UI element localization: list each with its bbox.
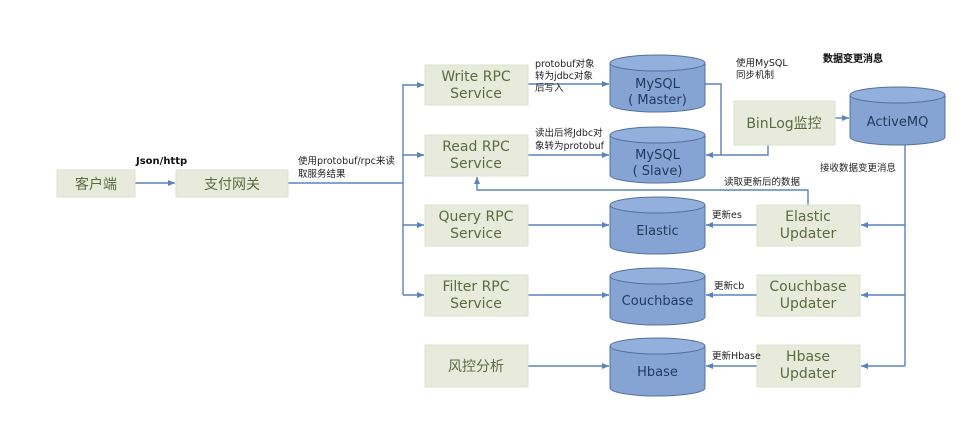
label-write-convert-1: protobuf对象 [535, 58, 595, 70]
svg-text:( Slave): ( Slave) [633, 164, 683, 179]
label-update-hbase: 更新Hbase [712, 350, 761, 362]
svg-text:Service: Service [450, 296, 502, 312]
svg-text:Service: Service [450, 156, 502, 172]
connectors [135, 81, 906, 369]
label-write-convert-2: 转为jdbc对象 [535, 70, 593, 82]
svg-text:Couchbase: Couchbase [769, 279, 846, 295]
mysql-slave-label-2: ( Slave) [633, 164, 683, 179]
db-couchbase: Couchbase [609, 267, 706, 326]
gateway-label: 支付网关 [204, 177, 260, 193]
svg-text:支付网关: 支付网关 [204, 177, 260, 193]
mysql-slave-label-1: MySQL [635, 148, 680, 163]
svg-text:Couchbase: Couchbase [622, 294, 694, 309]
write-rpc-label-2: Service [450, 86, 502, 102]
svg-text:MySQL: MySQL [635, 77, 680, 92]
node-couchbase-updater: Couchbase Updater [756, 274, 861, 317]
svg-text:客户端: 客户端 [75, 176, 117, 193]
svg-text:Hbase: Hbase [637, 365, 678, 380]
read-rpc-label-2: Service [450, 156, 502, 172]
label-update-es: 更新es [712, 209, 742, 221]
node-client: 客户端 [56, 169, 136, 198]
mysql-master-label-2: ( Master) [628, 93, 687, 108]
client-label: 客户端 [75, 176, 117, 193]
label-update-cb: 更新cb [714, 280, 744, 292]
label-json-http: Json/http [135, 156, 187, 167]
svg-text:Elastic: Elastic [636, 224, 678, 239]
node-binlog: BinLog监控 [733, 100, 836, 146]
svg-text:风控分析: 风控分析 [448, 359, 504, 375]
label-mysql-sync-1: 使用MySQL [736, 57, 788, 69]
svg-text:Service: Service [450, 86, 502, 102]
arrow-read-updated-data [474, 177, 809, 205]
db-mysql-master: MySQL ( Master) [609, 54, 706, 113]
svg-text:ActiveMQ: ActiveMQ [867, 115, 929, 130]
line-master-sync [705, 83, 722, 155]
risk-label: 风控分析 [448, 359, 504, 375]
label-read-updated: 读取更新后的数据 [724, 176, 801, 188]
label-data-change-msg: 数据变更消息 [823, 52, 883, 65]
query-rpc-label-1: Query RPC [439, 209, 514, 225]
db-activemq: ActiveMQ [849, 86, 946, 146]
filter-rpc-label-2: Service [450, 296, 502, 312]
svg-text:Updater: Updater [780, 366, 837, 382]
filter-rpc-label-1: Filter RPC [442, 279, 509, 295]
node-write-rpc: Write RPC Service [424, 64, 529, 106]
svg-text:Read RPC: Read RPC [442, 139, 510, 155]
db-hbase: Hbase [609, 337, 706, 397]
label-read-convert-1: 读出后将Jdbc对 [535, 127, 603, 139]
elastic-updater-label-2: Updater [780, 226, 837, 242]
database-icon [609, 276, 706, 326]
elastic-updater-label-1: Elastic [785, 209, 831, 225]
query-rpc-label-2: Service [450, 226, 502, 242]
db-mysql-slave: MySQL ( Slave) [609, 126, 706, 184]
node-elastic-updater: Elastic Updater [756, 204, 861, 247]
hbase-updater-label-2: Updater [780, 366, 837, 382]
couchbase-updater-label-1: Couchbase [769, 279, 846, 295]
svg-text:Updater: Updater [780, 296, 837, 312]
node-risk-analysis: 风控分析 [424, 344, 529, 388]
label-read-convert-2: 象转为protobuf [535, 140, 605, 152]
database-icon [849, 95, 946, 146]
database-icon [609, 346, 706, 397]
svg-text:Updater: Updater [780, 226, 837, 242]
label-write-convert-3: 后写入 [535, 83, 564, 94]
write-rpc-label-1: Write RPC [441, 69, 511, 85]
couchbase-label: Couchbase [622, 294, 694, 309]
db-elastic: Elastic [609, 196, 706, 255]
node-filter-rpc: Filter RPC Service [424, 274, 529, 317]
mysql-master-label-1: MySQL [635, 77, 680, 92]
label-mysql-sync-2: 同步机制 [736, 69, 774, 81]
database-icon [609, 205, 706, 255]
couchbase-updater-label-2: Updater [780, 296, 837, 312]
svg-text:Service: Service [450, 226, 502, 242]
read-rpc-label-1: Read RPC [442, 139, 510, 155]
activemq-label: ActiveMQ [867, 115, 929, 130]
database-icon [609, 63, 706, 113]
node-hbase-updater: Hbase Updater [756, 344, 861, 388]
hbase-updater-label-1: Hbase [786, 349, 830, 365]
svg-text:BinLog监控: BinLog监控 [746, 116, 821, 132]
node-gateway: 支付网关 [175, 169, 289, 198]
label-protobuf-rpc-2: 取服务结果 [298, 168, 346, 180]
arrow-sync-to-slave [706, 145, 769, 158]
elastic-label: Elastic [636, 224, 678, 239]
label-receive-change-msg: 接收数据变更消息 [820, 162, 896, 174]
binlog-label: BinLog监控 [746, 116, 821, 132]
svg-text:( Master): ( Master) [628, 93, 687, 108]
node-query-rpc: Query RPC Service [424, 204, 529, 247]
svg-text:MySQL: MySQL [635, 148, 680, 163]
hbase-label: Hbase [637, 365, 678, 380]
svg-text:Hbase: Hbase [786, 349, 830, 365]
svg-text:Filter RPC: Filter RPC [442, 279, 509, 295]
database-icon [609, 135, 706, 184]
svg-text:Write RPC: Write RPC [441, 69, 511, 85]
svg-text:Elastic: Elastic [785, 209, 831, 225]
node-read-rpc: Read RPC Service [424, 134, 529, 177]
svg-text:Query RPC: Query RPC [439, 209, 514, 225]
label-protobuf-rpc-1: 使用protobuf/rpc来读 [298, 155, 395, 167]
